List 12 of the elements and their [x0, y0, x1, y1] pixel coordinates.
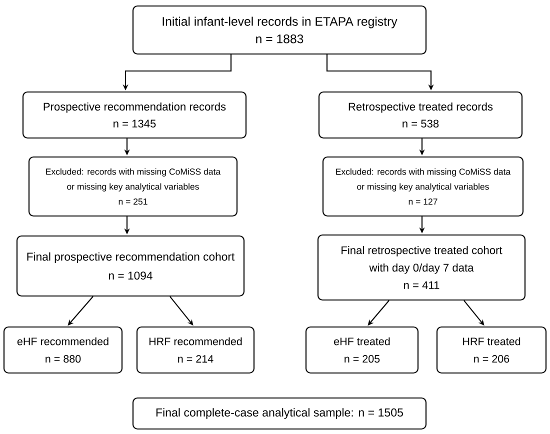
flow-box: Excluded: records with missing CoMiSS data or missing key analytical variables n = 127: [322, 156, 524, 217]
flow-box: Prospective recommendation records n = 1345: [22, 91, 247, 139]
flow-box: eHF treated n = 205: [305, 326, 419, 374]
flow-box: Final prospective recommendation cohort n = 1094: [16, 235, 245, 297]
flow-box: Final retrospective treated cohort with day 0/day 7 data n = 411: [317, 234, 526, 301]
flow-box: Retrospective treated records n = 538: [318, 91, 523, 139]
flow-box: HRF recommended n = 214: [136, 326, 255, 374]
flow-box: HRF treated n = 206: [436, 326, 547, 374]
flow-box: Final complete-case analytical sample: n = 1505: [132, 397, 427, 430]
flow-box: Excluded: records with missing CoMiSS data or missing key analytical variables n = 251: [28, 156, 238, 217]
flow-box: Initial infant-level records in ETAPA registry n = 1883: [132, 5, 427, 55]
flow-box: eHF recommended n = 880: [3, 326, 123, 374]
